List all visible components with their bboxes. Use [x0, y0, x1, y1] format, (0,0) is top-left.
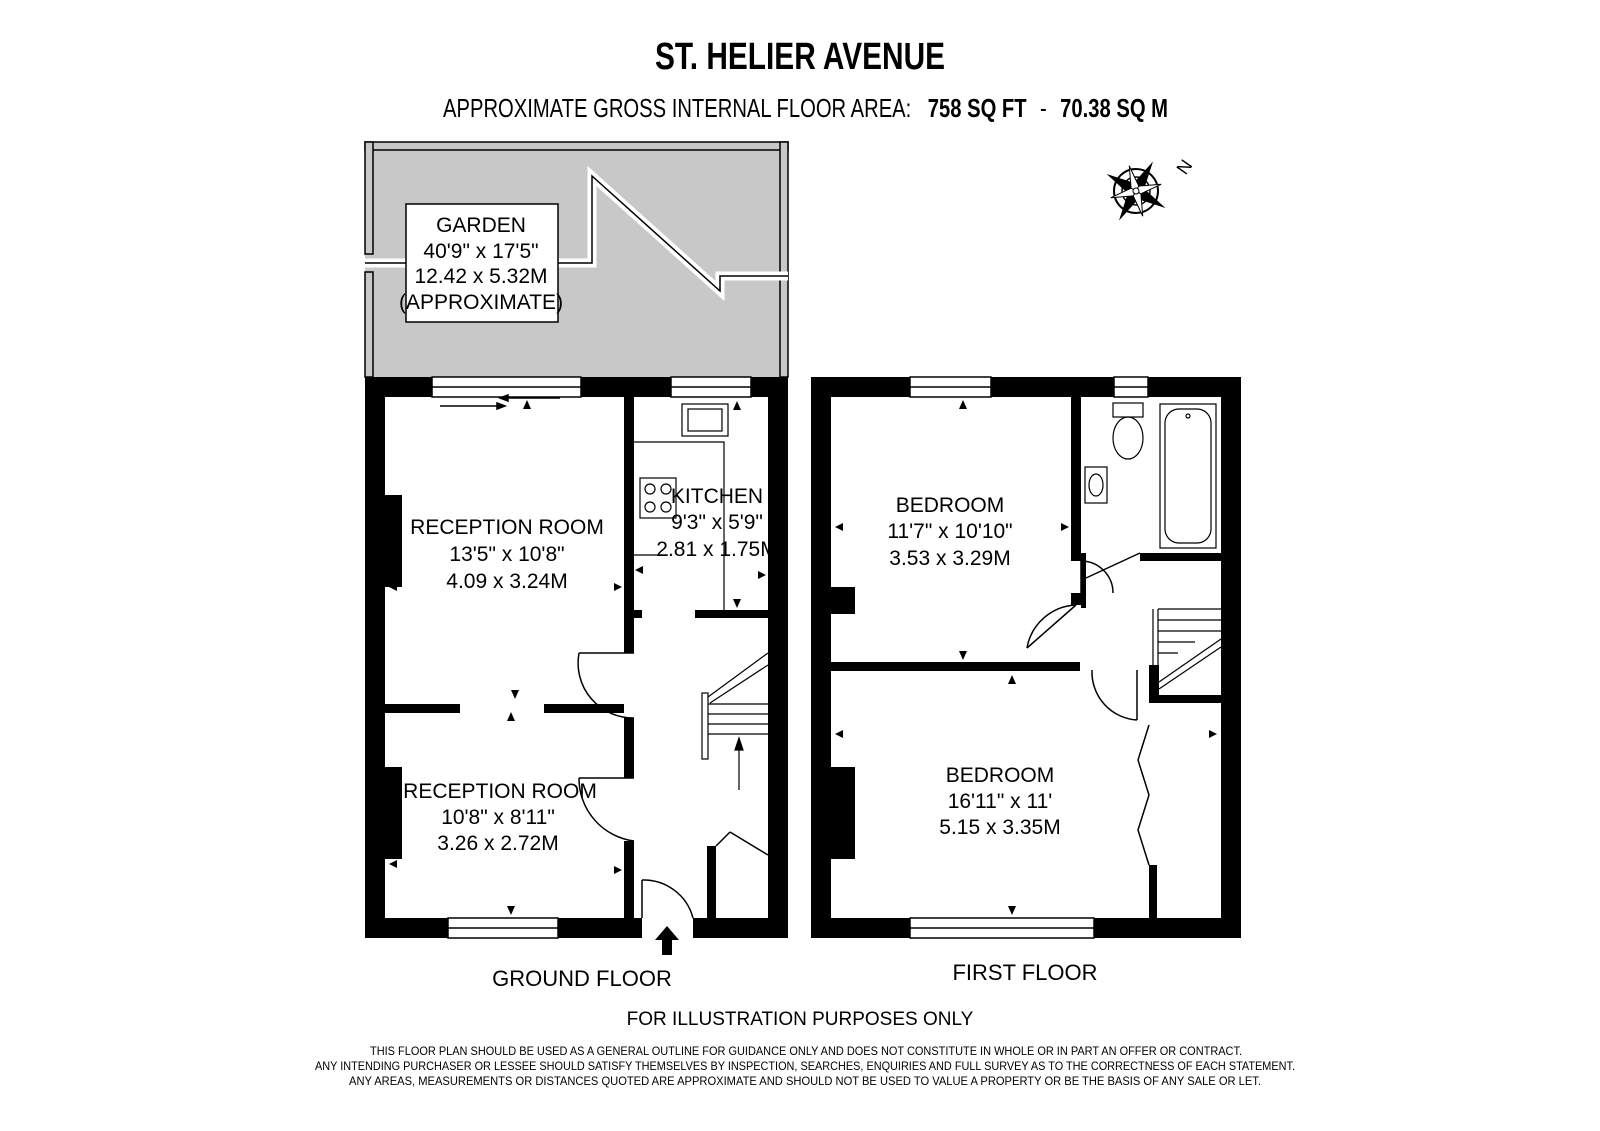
entrance-arrow-icon	[655, 926, 679, 955]
garden-area	[364, 141, 789, 378]
ground-floor-label: GROUND FLOOR	[492, 966, 672, 991]
area-summary: APPROXIMATE GROSS INTERNAL FLOOR AREA: 7…	[443, 93, 1168, 123]
garden-dim-metric: 12.42 x 5.32M	[414, 265, 547, 288]
area-sqm: 70.38 SQ M	[1060, 93, 1168, 123]
bedroom-rear-dim-imperial: 11'7" x 10'10"	[887, 520, 1012, 543]
reception-rear-name: RECEPTION ROOM	[410, 516, 604, 539]
reception-front-name: RECEPTION ROOM	[403, 780, 597, 803]
ground-floor-doors	[577, 652, 769, 919]
compass-rose-icon	[1106, 161, 1166, 221]
first-floor-walls	[811, 377, 1241, 938]
garden-name: GARDEN	[436, 214, 526, 237]
kitchen-fittings	[634, 403, 729, 610]
kitchen-dim-imperial: 9'3" x 5'9"	[671, 511, 763, 534]
bedroom-front-dim-imperial: 16'11" x 11'	[948, 790, 1053, 813]
area-separator: -	[1040, 93, 1047, 123]
disclaimer-line-2: ANY INTENDING PURCHASER OR LESSEE SHOULD…	[315, 1059, 1295, 1073]
reception-rear-dim-imperial: 13'5" x 10'8"	[449, 543, 564, 566]
bedroom-rear-dim-metric: 3.53 x 3.29M	[889, 547, 1010, 570]
bathroom-fittings	[1084, 402, 1217, 549]
reception-rear-dim-metric: 4.09 x 3.24M	[446, 570, 567, 593]
kitchen-name: KITCHEN	[671, 485, 763, 508]
compass-north-label: N	[1173, 156, 1197, 178]
reception-front-dim-metric: 3.26 x 2.72M	[437, 832, 558, 855]
dimension-markers	[389, 400, 1217, 915]
reception-front-dim-imperial: 10'8" x 8'11"	[441, 806, 555, 829]
first-floor-stairs	[1152, 608, 1222, 695]
disclaimer-line-1: THIS FLOOR PLAN SHOULD BE USED AS A GENE…	[370, 1044, 1242, 1058]
sliding-door-arrows	[440, 393, 560, 411]
garden-note: (APPROXIMATE)	[399, 291, 563, 314]
ground-floor-windows	[431, 376, 752, 939]
disclaimer-line-3: ANY AREAS, MEASUREMENTS OR DISTANCES QUO…	[349, 1074, 1261, 1088]
kitchen-dim-metric: 2.81 x 1.75M	[656, 538, 777, 561]
ground-floor-walls	[365, 377, 788, 938]
ground-floor-stairs	[701, 610, 769, 790]
bedroom-rear-name: BEDROOM	[896, 494, 1005, 517]
first-floor-doors	[1026, 552, 1150, 866]
area-label: APPROXIMATE GROSS INTERNAL FLOOR AREA:	[443, 93, 911, 123]
first-floor-label: FIRST FLOOR	[952, 960, 1097, 985]
first-floor-windows	[909, 376, 1149, 939]
bedroom-front-name: BEDROOM	[946, 764, 1055, 787]
illustration-note: FOR ILLUSTRATION PURPOSES ONLY	[627, 1009, 974, 1030]
area-sqft: 758 SQ FT	[928, 93, 1027, 123]
plan-title: ST. HELIER AVENUE	[655, 36, 945, 78]
garden-dim-imperial: 40'9" x 17'5"	[423, 240, 538, 263]
bedroom-front-dim-metric: 5.15 x 3.35M	[939, 816, 1060, 839]
